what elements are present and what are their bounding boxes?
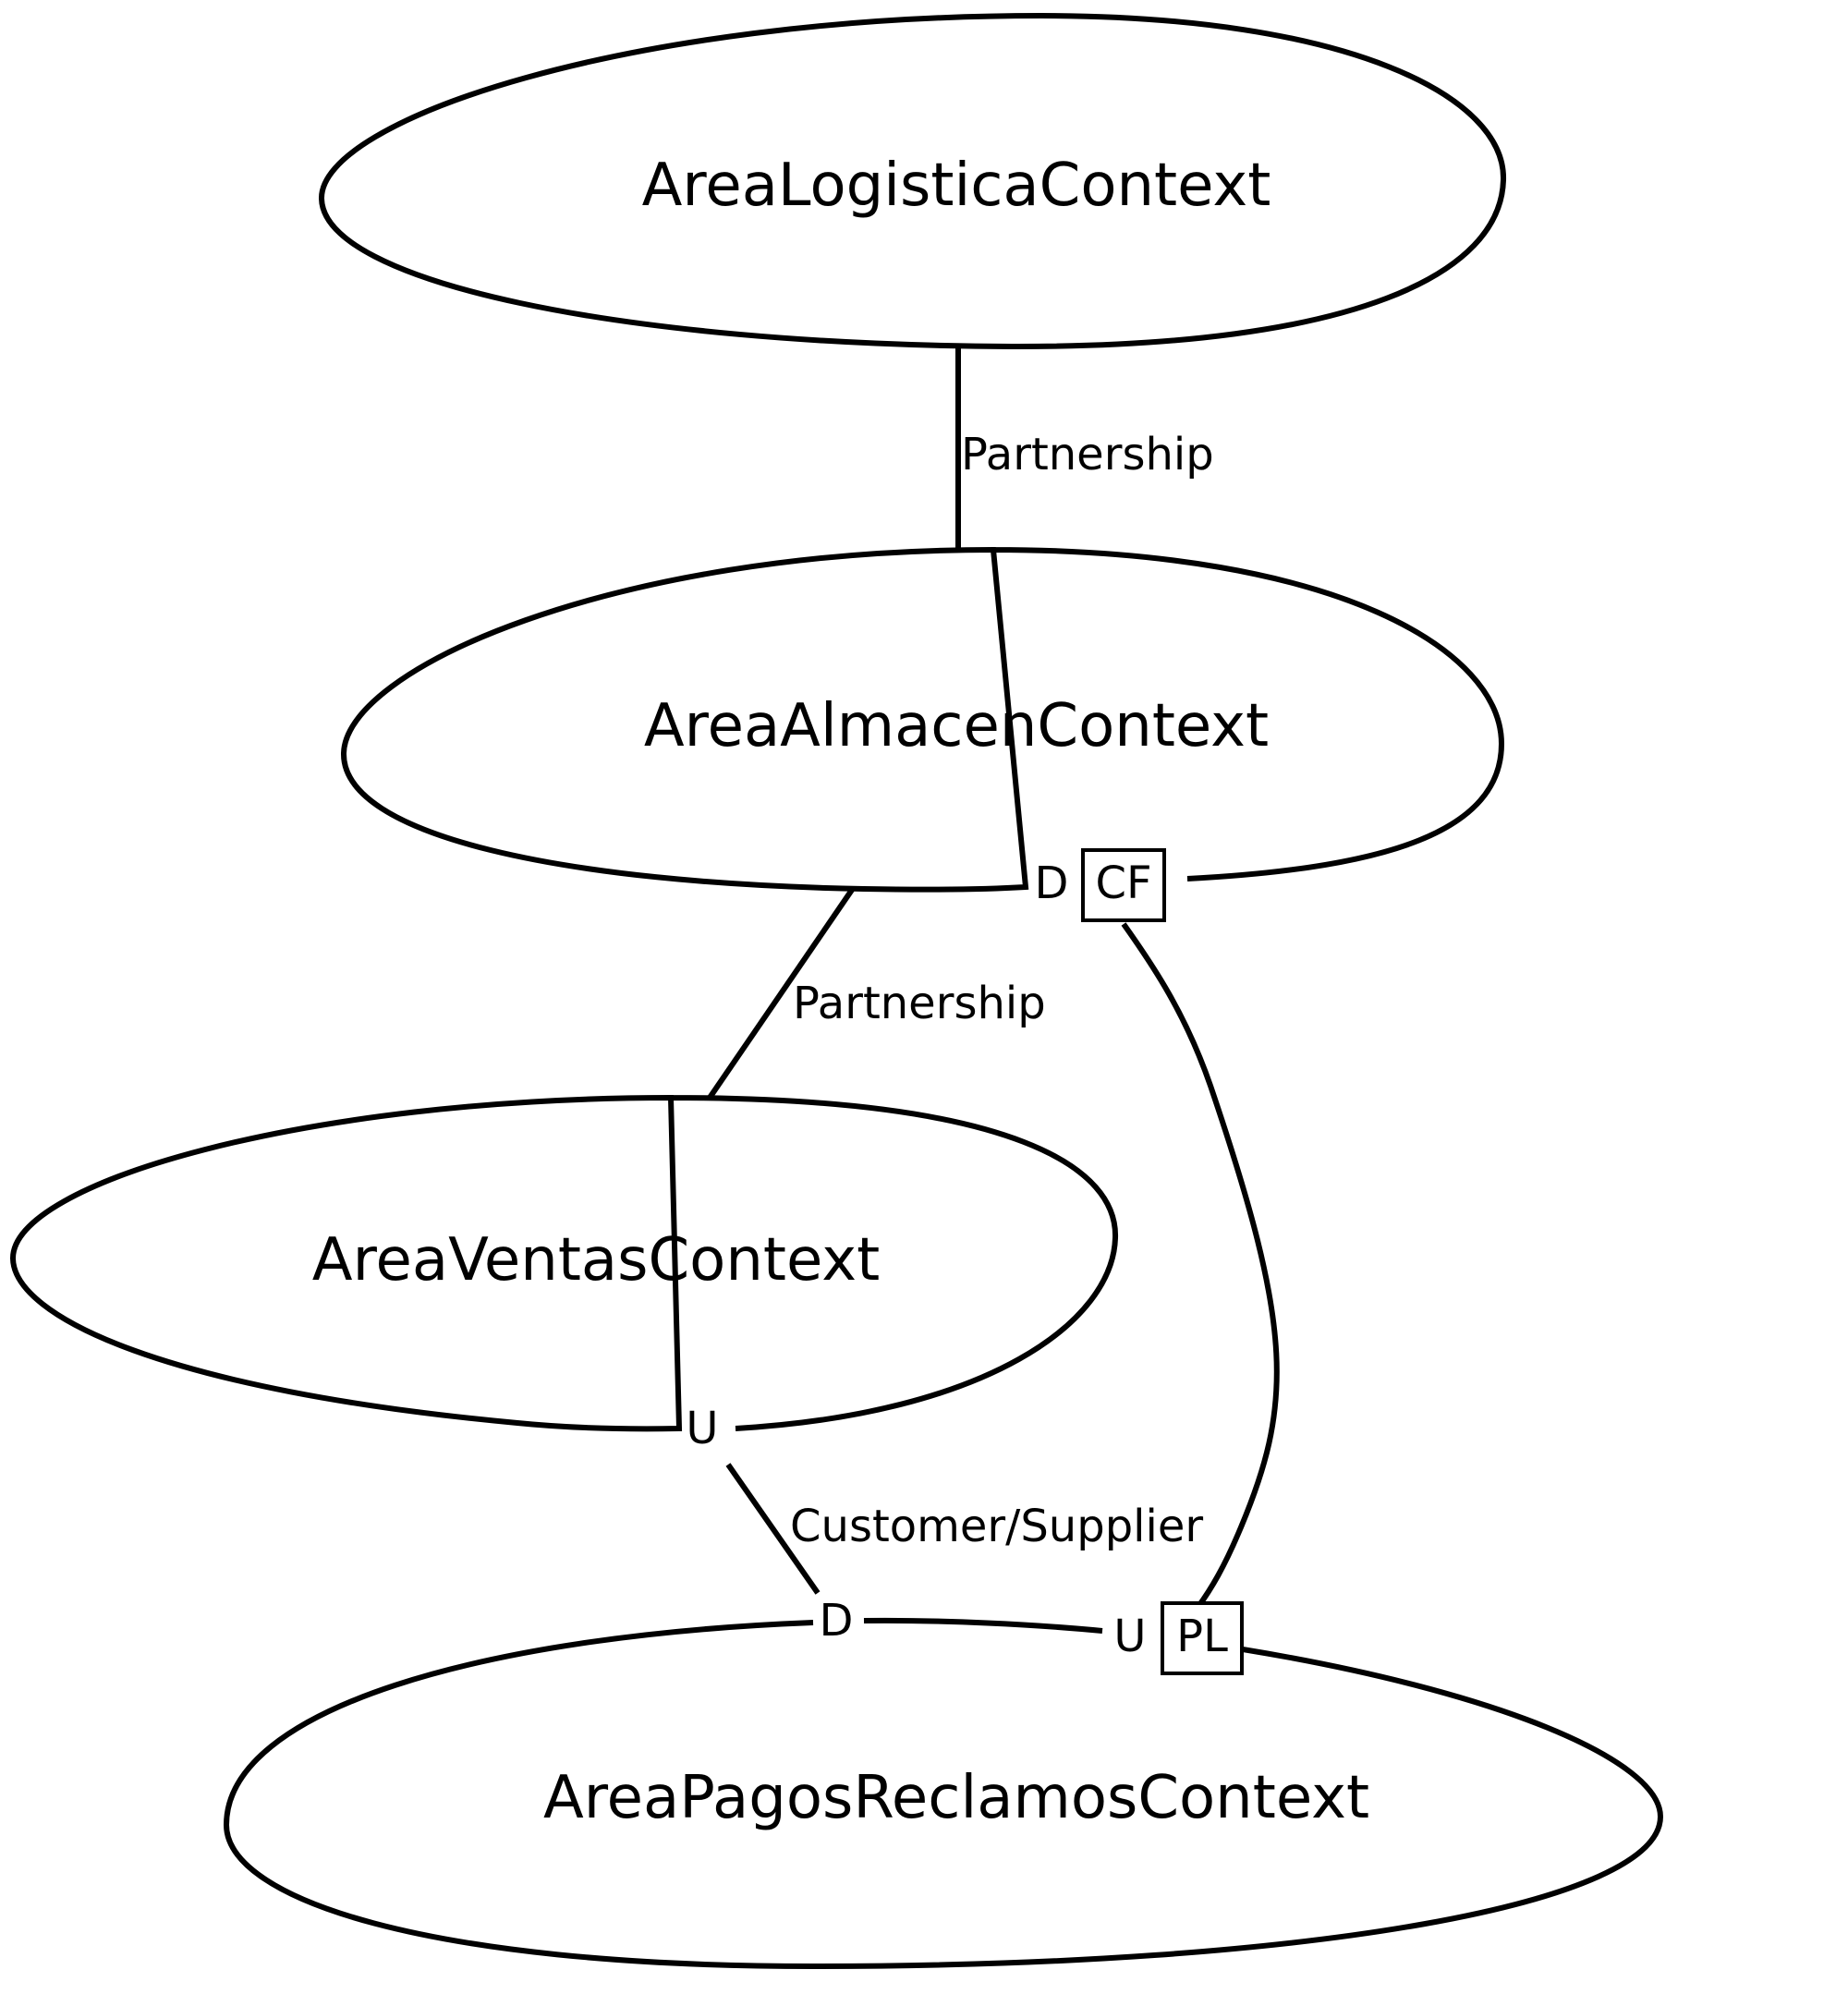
role-downstream-pagos: D (820, 1595, 854, 1647)
edge-label-logistica-almacen: Partnership (961, 429, 1214, 480)
context-ellipse-almacen (340, 546, 1505, 893)
edge-almacen-ventas (707, 888, 855, 1100)
context-label-pagos: AreaPagosReclamosContext (543, 1764, 1369, 1832)
edge-label-almacen-ventas: Partnership (793, 978, 1046, 1029)
edge-label-ventas-pagos: Customer/Supplier (790, 1501, 1203, 1552)
context-ellipse-logistica (318, 12, 1507, 350)
context-ellipse-pagos (223, 1617, 1664, 1970)
context-ellipse-ventas (9, 1094, 1119, 1432)
role-upstream-pagos: U (1113, 1611, 1146, 1662)
context-label-almacen: AreaAlmacenContext (644, 692, 1269, 760)
edge-pagos-almacen (1121, 922, 1280, 1610)
role-upstream-ventas: U (686, 1403, 718, 1454)
edge-ventas-pagos (725, 1463, 821, 1595)
role-box-pl (1161, 1601, 1244, 1675)
context-label-logistica: AreaLogisticaContext (642, 152, 1271, 220)
context-label-ventas: AreaVentasContext (312, 1226, 880, 1295)
role-pattern-cf: CF (1095, 857, 1151, 909)
role-downstream-almacen: D (1035, 857, 1069, 909)
role-pattern-pl: PL (1176, 1611, 1228, 1662)
role-box-cf (1081, 848, 1166, 922)
